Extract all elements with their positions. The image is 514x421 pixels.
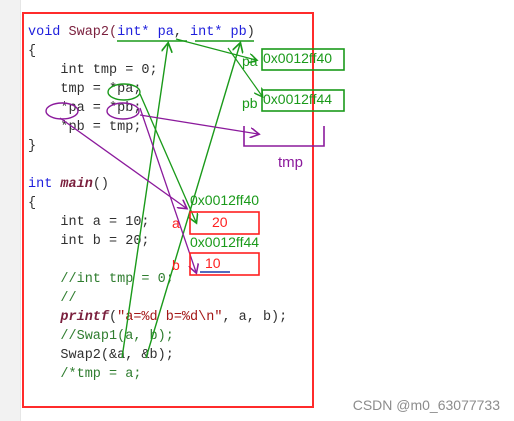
arrow-b-to-pb	[145, 44, 240, 359]
b-var-label: b	[172, 257, 180, 273]
a-value-text: 20	[212, 214, 228, 230]
func-main: main	[60, 177, 93, 192]
code-line-9: int main()	[28, 175, 287, 194]
keyword-void: void	[28, 25, 61, 40]
pa-label: pa	[242, 53, 258, 69]
printf-args: , a, b);	[222, 310, 288, 325]
a-value-box	[189, 211, 260, 235]
code-line-14: //int tmp = 0;	[28, 272, 174, 287]
a-var-label: a	[172, 215, 180, 231]
param-pa: int* pa	[117, 25, 174, 40]
b-value-text: 10	[205, 255, 221, 271]
arrow-a-to-pa	[121, 44, 168, 359]
param-pb: int* pb	[190, 25, 247, 40]
code-line-16: printf("a=%d b=%d\n", a, b);	[28, 308, 287, 327]
a-address-label: 0x0012ff40	[190, 192, 260, 208]
pb-address-value: 0x0012ff44	[263, 91, 333, 107]
func-swap2: Swap2(	[60, 25, 118, 40]
code-line-1: void Swap2(int* pa, int* pb)	[28, 23, 287, 42]
circle-deref-pb	[106, 102, 140, 120]
b-value-box	[189, 252, 260, 276]
printf-open: (	[109, 310, 118, 325]
watermark: CSDN @m0_63077733	[352, 397, 500, 413]
code-line-3: int tmp = 0;	[28, 63, 158, 78]
pa-address-value: 0x0012ff40	[263, 50, 333, 66]
arrow-pa-to-box	[175, 38, 256, 60]
editor-gutter	[0, 0, 21, 421]
code-line-18: Swap2(&a, &b);	[28, 348, 174, 363]
keyword-int: int	[28, 177, 53, 192]
code-line-2: {	[28, 44, 37, 59]
arrow-tmp-from-pa	[139, 107, 196, 272]
code-line-17: //Swap1(a, b);	[28, 329, 174, 344]
circle-lhs-pa	[45, 102, 79, 120]
code-line-10: {	[28, 196, 37, 211]
code-line-7: }	[28, 139, 37, 154]
code-line-19: /*tmp = a;	[28, 367, 142, 382]
main-parens: ()	[92, 177, 110, 192]
pb-value-box	[261, 89, 345, 112]
pb-label: pb	[242, 95, 258, 111]
pa-value-box	[261, 48, 345, 71]
arrow-pb-to-box	[227, 47, 262, 96]
code-block: void Swap2(int* pa, int* pb) { int tmp = …	[28, 23, 287, 384]
tmp-label: tmp	[278, 154, 304, 171]
arrow-pb-to-a-box	[59, 117, 186, 208]
param-sep: ,	[173, 25, 191, 40]
circle-deref-pa	[107, 83, 141, 101]
code-line-12: int b = 20;	[28, 234, 150, 249]
arrow-pb-from-tmp	[139, 114, 258, 134]
code-line-4: tmp = *pa;	[28, 82, 142, 97]
func-printf: printf	[60, 310, 110, 325]
paren-close: )	[246, 25, 255, 40]
tmp-bracket	[243, 126, 325, 147]
arrow-pa-to-a-box	[139, 93, 196, 222]
red-outline-frame	[22, 12, 314, 408]
b-address-label: 0x0012ff44	[190, 234, 260, 250]
code-line-11: int a = 10;	[28, 215, 150, 230]
code-line-15: //	[28, 291, 77, 306]
